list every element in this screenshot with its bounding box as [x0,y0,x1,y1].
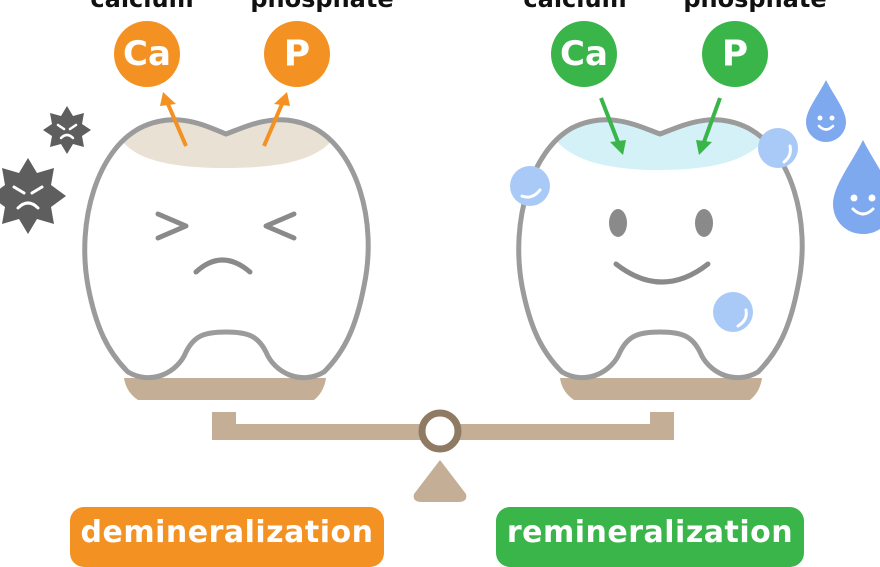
left-phosphate-label: phosphate [240,0,404,14]
happy-eye-left [609,209,627,237]
left-calcium-ion: Ca [114,21,180,87]
frown-mouth [193,257,253,275]
balance-pivot [418,409,462,453]
right-phosphate-ion: P [702,21,768,87]
squint-eye-left [155,211,189,241]
left-calcium-label: calcium [78,0,206,14]
left-calcium-symbol: Ca [123,34,171,74]
right-phosphate-symbol: P [722,34,748,75]
right-phosphate-in-arrow [696,97,722,155]
bubble-top-right-icon [758,128,798,168]
balance-scale [124,378,762,502]
right-calcium-in-arrow [599,97,626,155]
right-calcium-symbol: Ca [560,34,608,74]
bubble-bottom-icon [713,292,753,332]
bacteria-large-icon [0,158,66,234]
left-tooth [82,117,371,380]
demineralization-badge: demineralization [70,507,384,567]
left-phosphate-ion: P [264,21,330,87]
right-phosphate-label: phosphate [673,0,837,14]
right-plate [560,378,762,400]
remineralization-badge: remineralization [496,507,804,567]
bacteria-small-icon [43,106,91,154]
water-drop-small-icon [806,80,846,142]
diagram-canvas: Ca P Ca P [0,21,880,502]
smile-mouth [613,261,711,285]
balance-fulcrum [413,460,467,502]
bubble-left-icon [510,166,550,206]
right-calcium-ion: Ca [551,21,617,87]
demineralization-label: demineralization [80,515,374,550]
squint-eye-right [263,211,297,241]
left-calcium-out-arrow [160,92,188,147]
left-phosphate-symbol: P [284,34,310,75]
water-drop-large-icon [833,140,880,234]
enamel-gain-area [554,119,766,170]
left-phosphate-out-arrow [262,92,290,147]
left-plate [124,378,326,400]
happy-eye-right [695,209,713,237]
remineralization-label: remineralization [506,515,794,550]
enamel-loss-area [120,119,334,168]
right-calcium-label: calcium [511,0,639,14]
